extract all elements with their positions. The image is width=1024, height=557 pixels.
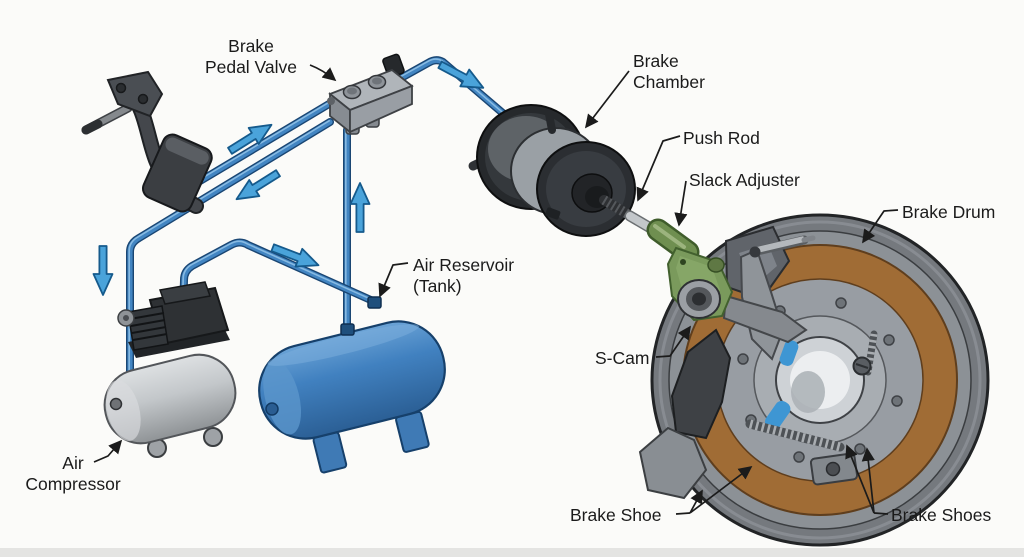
leader-brake-shoe-branch-2 — [689, 465, 753, 514]
label-push-rod: Push Rod — [683, 128, 760, 148]
leader-push-rod — [636, 135, 681, 202]
label-slack-adjuster: Slack Adjuster — [689, 170, 800, 190]
label-brake-chamber: Brake Chamber — [633, 51, 705, 92]
label-air-compressor: Air Compressor — [25, 453, 121, 494]
bottom-edge-strip — [0, 548, 1024, 557]
exploded-brake-shoe-dark — [670, 328, 732, 440]
cam-shaft-arm — [722, 294, 808, 344]
return-spring-bottom — [745, 419, 845, 452]
leader-brake-shoes-stem — [873, 512, 889, 515]
leader-s-cam — [655, 325, 691, 358]
leader-brake-shoes-branch-1 — [845, 444, 875, 514]
reservoir-fitting-1 — [340, 323, 355, 336]
leader-brake-shoe-branch-1 — [689, 489, 703, 514]
label-s-cam: S-Cam — [595, 348, 650, 368]
reservoir-leg-right — [395, 410, 430, 453]
flow-arrow-up — [349, 182, 371, 233]
pipe-compressor-to-reservoir — [179, 238, 377, 316]
compressor-tank — [103, 353, 237, 445]
anchor-pin — [749, 235, 816, 258]
leader-brake-pedal-valve — [309, 64, 337, 82]
s-cam-blue-highlight-1 — [779, 340, 799, 366]
exploded-brake-shoe-light — [638, 426, 708, 500]
air-reservoir-illustration — [258, 296, 446, 474]
label-brake-shoes: Brake Shoes — [891, 505, 992, 525]
pipe-pedal-to-valve-upper — [186, 97, 338, 191]
leader-brake-drum — [862, 209, 899, 244]
leader-brake-shoe-stem — [675, 512, 691, 515]
pipe-reservoir-to-valve — [343, 126, 351, 335]
leader-lines — [93, 64, 899, 515]
brake-pedal-valve-illustration — [327, 53, 414, 135]
leader-air-reservoir — [378, 262, 409, 298]
brake-pedal-illustration — [81, 70, 213, 214]
flow-arrow-down-left — [230, 164, 284, 209]
compressor-tank-port — [109, 397, 123, 411]
adjuster-small-boss — [707, 257, 725, 273]
air-compressor-illustration — [103, 281, 237, 458]
leader-air-compressor — [93, 439, 123, 463]
brake-chamber-illustration — [468, 104, 636, 237]
s-cam-blue-highlight-2 — [765, 400, 791, 430]
label-brake-shoe: Brake Shoe — [570, 505, 662, 525]
label-brake-drum: Brake Drum — [902, 202, 996, 222]
label-brake-pedal-valve: Brake Pedal Valve — [204, 36, 298, 77]
slack-adjuster-illustration — [646, 218, 808, 344]
label-air-reservoir: Air Reservoir (Tank) — [413, 255, 515, 296]
reservoir-end-port — [265, 402, 279, 416]
pipe-pedal-to-valve-lower — [126, 118, 334, 442]
pedal-pad — [141, 133, 213, 213]
leader-slack-adjuster — [674, 180, 688, 227]
flow-arrow-down — [92, 245, 114, 296]
reservoir-leg-left — [312, 431, 348, 474]
reservoir-fitting-2 — [367, 296, 382, 309]
air-lines — [126, 56, 516, 442]
leader-brake-chamber — [584, 70, 630, 129]
leader-brake-shoes-branch-2 — [861, 447, 875, 514]
